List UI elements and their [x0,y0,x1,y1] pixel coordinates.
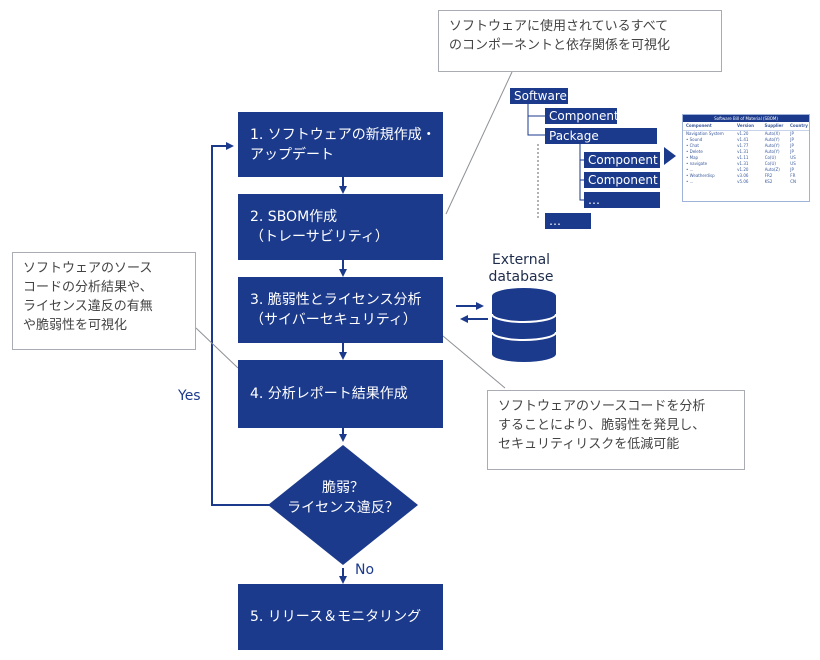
table-cell: Auto(Y) [764,149,780,154]
table-cell: • Sound [686,137,703,142]
step-1-box: 1. ソフトウェアの新規作成・ アップデート [238,112,443,177]
step-4-box: 4. 分析レポート結果作成 [238,360,443,428]
table-row: • Map v1.11 Co(U) US [683,155,809,161]
table-row: • Sound v1.41 Auto(Y) JP [683,137,809,143]
table-cell: Auto(Z) [764,167,780,172]
database-label: External database [488,252,554,285]
tree-package: Package [545,128,657,144]
tree-component-3: Component [584,172,660,188]
tree-component-2: Component [584,152,660,168]
sbom-col-supplier: Supplier [764,123,784,128]
table-cell: US [790,155,796,160]
table-row: • ... v1.20 Auto(Z) JP [683,167,809,173]
tree-connectors [527,104,584,201]
table-cell: v1.20 [737,167,749,172]
table-cell: Co(U) [764,155,776,160]
table-cell: CN [790,179,797,184]
decision-diamond [268,445,418,565]
table-cell: JP [790,143,794,148]
sbom-table: Software Bill of Material (SBOM) Compone… [682,114,810,202]
table-cell: v1.77 [737,143,749,148]
yes-label: Yes [178,388,201,404]
table-cell: v1.31 [737,161,749,166]
step-2-box: 2. SBOM作成 （トレーサビリティ） [238,194,443,260]
callout-top: ソフトウェアに使用されているすべて のコンポーネントと依存関係を可視化 [438,10,722,72]
table-cell: v1.11 [737,155,749,160]
sbom-table-header: Component Version Supplier Country [683,122,809,131]
leader-top [445,71,513,215]
table-cell: Auto(Y) [764,143,780,148]
callout-left: ソフトウェアのソース コードの分析結果や、 ライセンス違反の有無 や脆弱性を可視… [12,252,196,350]
table-cell: v3.06 [737,173,749,178]
sbom-table-title: Software Bill of Material (SBOM) [683,115,809,122]
callout-right: ソフトウェアのソースコードを分析 することにより、脆弱性を発見し、 セキュリティ… [487,390,745,470]
table-cell: JP [790,149,794,154]
table-row: • Chat v1.77 Auto(Y) JP [683,143,809,149]
sbom-col-country: Country [790,123,808,128]
table-cell: JP [790,137,794,142]
table-cell: FR [790,173,796,178]
table-cell: Co(U) [764,161,776,166]
decision-text: 脆弱？ ライセンス違反？ [287,480,399,516]
tree-ellipsis-outer: … [545,213,591,229]
table-row: • ... v5.06 KS2 CN [683,179,809,185]
table-row: Navigation System v1.20 Auto(X) JP [683,131,809,137]
table-cell: v1.41 [737,137,749,142]
step-5-box: 5. リリース＆モニタリング [238,584,443,650]
sbom-col-version: Version [737,123,754,128]
tree-software: Software [510,88,568,104]
table-cell: US [790,161,796,166]
tree-component-1: Component [545,108,619,124]
table-cell: • ... [686,179,694,184]
leader-right [442,335,506,389]
table-cell: • Delete [686,149,703,154]
yes-loop-line [211,142,272,506]
table-cell: Auto(Y) [764,137,780,142]
table-cell: • Weatherdisp [686,173,715,178]
table-cell: • Map [686,155,699,160]
table-row: • Weatherdisp v3.06 FR2 FR [683,173,809,179]
table-cell: • navigate [686,161,708,166]
table-cell: Auto(X) [764,131,780,136]
table-cell: JP [790,167,794,172]
table-cell: FR2 [764,173,773,178]
step-3-box: 3. 脆弱性とライセンス分析 （サイバーセキュリティ） [238,277,443,343]
table-cell: v5.06 [737,179,749,184]
table-row: • navigate v1.31 Co(U) US [683,161,809,167]
table-row: • Delete v1.31 Auto(Y) JP [683,149,809,155]
table-cell: Navigation System [686,131,724,136]
table-cell: v1.20 [737,131,749,136]
arrow-to-sbom [664,147,676,165]
table-cell: KS2 [764,179,773,184]
table-cell: JP [790,131,794,136]
table-cell: • Chat [686,143,699,148]
table-cell: v1.31 [737,149,749,154]
leader-left [195,327,239,369]
no-label: No [355,562,375,578]
table-cell: • ... [686,167,694,172]
sbom-col-component: Component [686,123,712,128]
database-icon [491,288,557,362]
tree-ellipsis-inner: … [584,192,660,208]
